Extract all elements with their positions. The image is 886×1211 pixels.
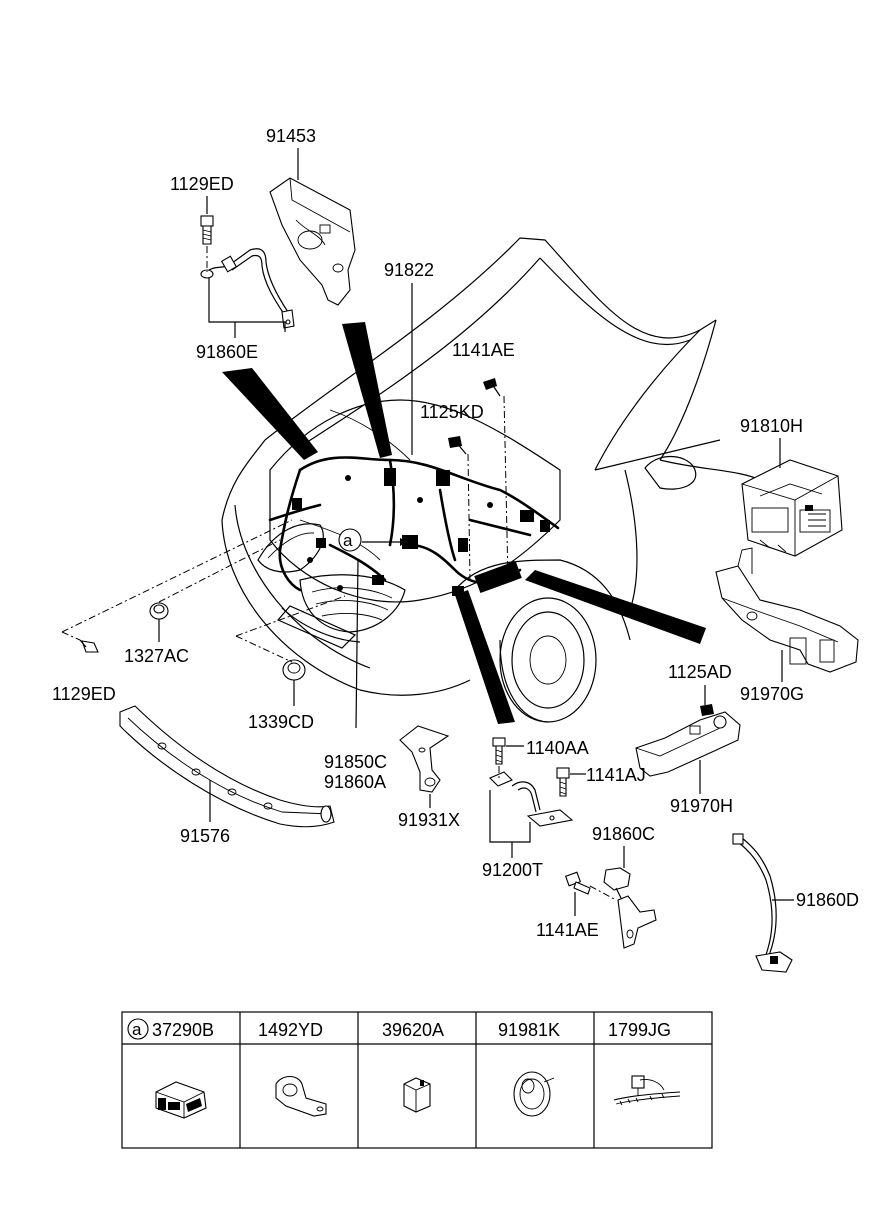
label-91453: 91453 <box>266 126 316 146</box>
table-header-1492YD: 1492YD <box>258 1020 323 1040</box>
part-91860D-cable[interactable] <box>732 833 793 973</box>
pointer-wedges <box>222 322 706 724</box>
marker-a-callout: a <box>338 528 362 552</box>
table-part-1799JG <box>613 1075 681 1106</box>
part-91970H-bracket[interactable] <box>635 711 741 777</box>
part-91860E-cable[interactable] <box>200 248 295 329</box>
label-1141AJ: 1141AJ <box>586 765 646 785</box>
part-91970G-bracket[interactable] <box>715 547 859 673</box>
label-1125KD: 1125KD <box>420 402 484 422</box>
table-header-39620A: 39620A <box>382 1020 444 1040</box>
table-marker-a-letter: a <box>132 1020 142 1039</box>
label-1339CD: 1339CD <box>248 712 314 732</box>
part-91860C-cable[interactable] <box>603 867 657 949</box>
label-91810H: 91810H <box>740 416 803 436</box>
table-header-37290B: 37290B <box>152 1020 214 1040</box>
label-91931X: 91931X <box>398 810 460 830</box>
label-91860D: 91860D <box>796 890 859 910</box>
label-91970H: 91970H <box>670 796 733 816</box>
table-part-91981K <box>513 1071 555 1117</box>
table-part-1492YD <box>275 1075 327 1117</box>
part-1141AE-bolt-bottom[interactable] <box>564 871 591 895</box>
part-91200T-terminal[interactable] <box>489 771 574 827</box>
label-91970G: 91970G <box>740 684 804 704</box>
label-1140AA: 1140AA <box>526 738 589 758</box>
table-part-39620A <box>403 1077 431 1113</box>
part-1141AE-bolt-top[interactable] <box>483 378 501 397</box>
table-marker-a <box>127 1018 149 1040</box>
part-1141AJ-bolt[interactable] <box>556 767 570 797</box>
table-header-1799JG: 1799JG <box>608 1020 671 1040</box>
label-1129ED-left: 1129ED <box>52 684 116 704</box>
part-91810H-relay-box[interactable] <box>741 459 843 557</box>
part-1140AA-bolt[interactable] <box>492 737 506 765</box>
part-1129ED-bolt-top[interactable] <box>200 215 214 245</box>
part-1125KD-bolt[interactable] <box>448 436 467 455</box>
label-1129ED-top: 1129ED <box>170 174 234 194</box>
part-1339CD-grommet[interactable] <box>282 659 306 681</box>
callout-labels: 91453 1129ED 91860E 91822 1141AE 1125KD … <box>52 126 859 940</box>
part-1327AC-grommet[interactable] <box>149 602 169 620</box>
part-91931X-bracket[interactable] <box>399 725 450 793</box>
car-body-illustration <box>221 237 761 723</box>
part-1125AD-bolt[interactable] <box>700 704 714 716</box>
leader-lines <box>61 148 794 916</box>
label-91860A: 91860A <box>324 772 386 792</box>
part-91576-protector[interactable] <box>119 705 335 828</box>
engine-wiring-harness <box>268 456 560 596</box>
table-part-37290B <box>155 1081 207 1119</box>
part-1129ED-bolt-left[interactable] <box>79 639 99 653</box>
part-91453-cover[interactable] <box>269 177 356 306</box>
label-1141AE-top: 1141AE <box>452 340 515 360</box>
label-91860C: 91860C <box>592 824 655 844</box>
parts-table: a 37290B 1492YD 39620A 91981K 1799JG <box>121 1011 713 1149</box>
label-91822: 91822 <box>384 260 434 280</box>
label-1125AD: 1125AD <box>668 662 732 682</box>
label-91200T: 91200T <box>482 860 543 880</box>
label-1141AE-bottom: 1141AE <box>536 920 599 940</box>
table-header-91981K: 91981K <box>498 1020 560 1040</box>
marker-a-letter: a <box>343 531 353 550</box>
label-91850C: 91850C <box>324 752 387 772</box>
label-91576: 91576 <box>180 826 230 846</box>
label-1327AC: 1327AC <box>124 646 189 666</box>
label-91860E: 91860E <box>196 342 258 362</box>
